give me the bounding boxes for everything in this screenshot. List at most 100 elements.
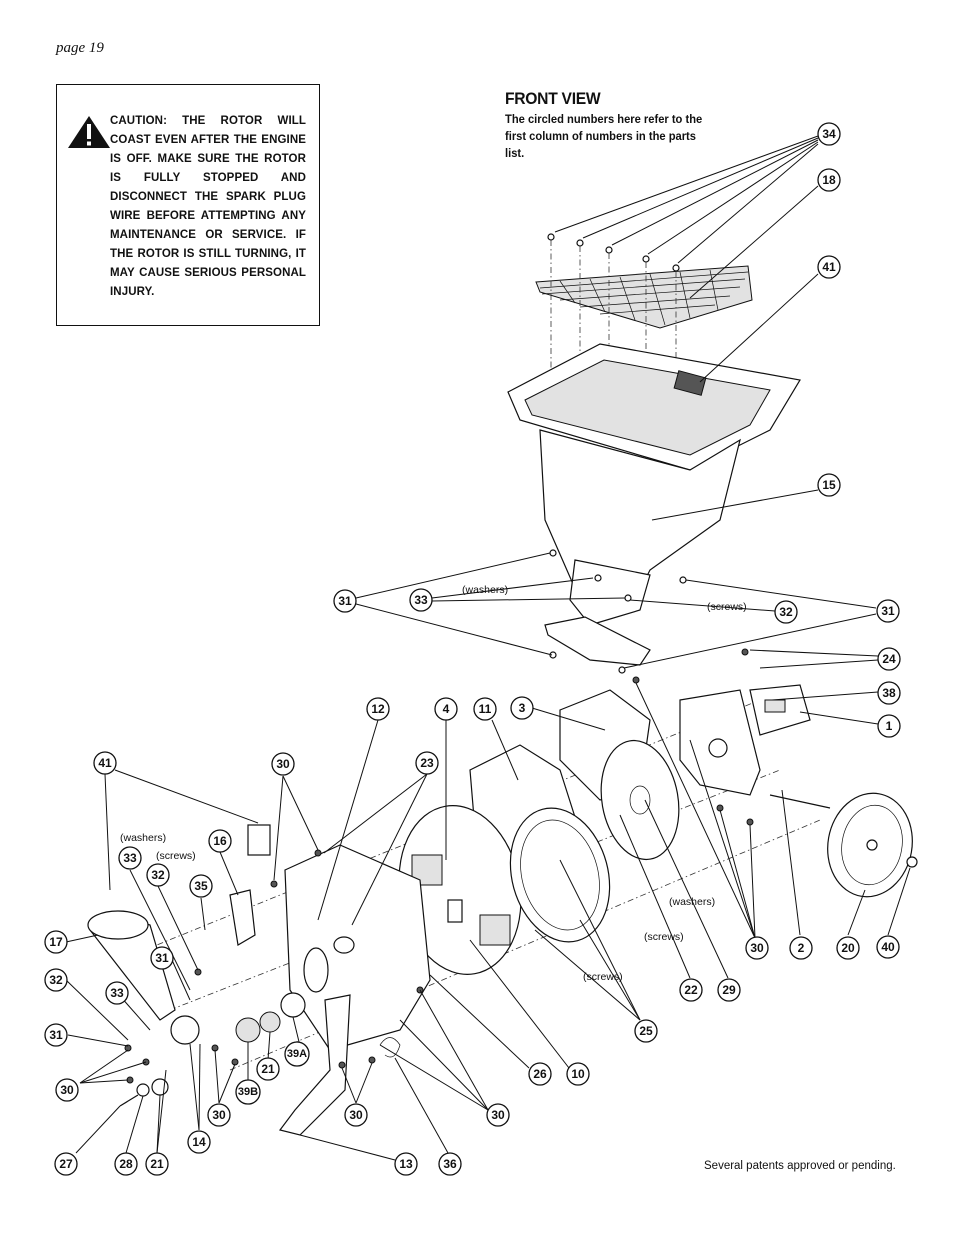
engine-bracket	[749, 684, 811, 736]
svg-text:25: 25	[639, 1024, 653, 1038]
svg-text:36: 36	[443, 1157, 457, 1171]
svg-text:40: 40	[881, 940, 895, 954]
svg-text:33: 33	[414, 593, 428, 607]
svg-text:30: 30	[750, 941, 764, 955]
chute-deflector	[229, 889, 256, 946]
callout-39a: 39A	[284, 1041, 310, 1067]
spark-plug-wire-clip	[379, 1037, 401, 1058]
svg-text:24: 24	[882, 652, 896, 666]
svg-text:26: 26	[533, 1067, 547, 1081]
svg-text:21: 21	[150, 1157, 164, 1171]
callout-30: 30	[207, 1103, 231, 1127]
callout-21: 21	[256, 1057, 280, 1081]
callout-33: 33	[118, 846, 142, 870]
callout-40: 40	[876, 935, 900, 959]
callout-15: 15	[817, 473, 841, 497]
wheel-bracket	[679, 689, 761, 796]
callout-38: 38	[877, 681, 901, 705]
svg-text:3: 3	[519, 701, 526, 715]
callout-30: 30	[344, 1103, 368, 1127]
svg-text:20: 20	[841, 941, 855, 955]
washers-label: (washers)	[669, 896, 715, 908]
callout-31: 31	[150, 946, 174, 970]
callout-31: 31	[876, 599, 900, 623]
svg-text:41: 41	[822, 260, 836, 274]
callout-26: 26	[528, 1062, 552, 1086]
svg-text:39B: 39B	[238, 1086, 258, 1098]
screws-label: (screws)	[156, 850, 196, 862]
svg-text:32: 32	[779, 605, 793, 619]
callout-35: 35	[189, 874, 213, 898]
svg-text:23: 23	[420, 756, 434, 770]
callout-24: 24	[877, 647, 901, 671]
svg-text:4: 4	[443, 702, 450, 716]
rotor-pulley	[600, 739, 680, 861]
callout-11: 11	[473, 697, 497, 721]
svg-text:30: 30	[60, 1083, 74, 1097]
screws-label: (screws)	[707, 601, 747, 613]
screws-label: (screws)	[644, 931, 684, 943]
callout-16: 16	[208, 829, 232, 853]
leader-lines	[65, 135, 911, 1161]
page-number: page 19	[56, 40, 104, 56]
screen-screws	[547, 233, 680, 272]
front-view-note: The circled numbers here refer to the fi…	[505, 112, 703, 160]
small-hardware	[124, 648, 754, 1084]
svg-text:18: 18	[822, 173, 836, 187]
callout-33: 33	[409, 588, 433, 612]
svg-text:38: 38	[882, 686, 896, 700]
callout-36: 36	[438, 1152, 462, 1176]
svg-text:33: 33	[123, 851, 137, 865]
axle	[769, 794, 918, 868]
front-view-title: FRONT VIEW	[505, 89, 601, 108]
svg-text:32: 32	[151, 868, 165, 882]
callout-33: 33	[105, 981, 129, 1005]
svg-text:35: 35	[194, 879, 208, 893]
washers-label: (washers)	[462, 584, 508, 596]
caution-box: CAUTION: THE ROTOR WILL COAST EVEN AFTER…	[56, 84, 320, 326]
callout-31: 31	[44, 1023, 68, 1047]
svg-text:31: 31	[881, 604, 895, 618]
svg-text:1: 1	[886, 719, 893, 733]
callout-30: 30	[486, 1103, 510, 1127]
svg-text:33: 33	[110, 986, 124, 1000]
callout-14: 14	[187, 1130, 211, 1154]
callout-32: 32	[146, 863, 170, 887]
callout-4: 4	[434, 697, 458, 721]
callout-29: 29	[717, 978, 741, 1002]
discharge-chute	[87, 910, 176, 1021]
callout-23: 23	[415, 751, 439, 775]
main-housing	[284, 844, 431, 1051]
svg-text:2: 2	[798, 941, 805, 955]
callout-31: 31	[333, 589, 357, 613]
decal	[247, 824, 271, 856]
svg-text:31: 31	[338, 594, 352, 608]
callout-10: 10	[566, 1062, 590, 1086]
support-leg	[278, 994, 351, 1136]
svg-text:12: 12	[371, 702, 385, 716]
svg-text:34: 34	[822, 127, 836, 141]
svg-text:28: 28	[119, 1157, 133, 1171]
callout-21: 21	[145, 1152, 169, 1176]
callout-2: 2	[789, 936, 813, 960]
svg-text:31: 31	[49, 1028, 63, 1042]
washers-label: (washers)	[120, 832, 166, 844]
hopper	[507, 343, 801, 626]
flail-screen	[509, 807, 611, 943]
callout-34: 34	[817, 122, 841, 146]
callout-30: 30	[271, 752, 295, 776]
patent-note: Several patents approved or pending.	[704, 1160, 896, 1172]
callout-18: 18	[817, 168, 841, 192]
callout-41: 41	[817, 255, 841, 279]
svg-text:21: 21	[261, 1062, 275, 1076]
svg-text:30: 30	[212, 1108, 226, 1122]
screen-grate	[535, 265, 753, 329]
callout-20: 20	[836, 936, 860, 960]
callout-32: 32	[774, 600, 798, 624]
callout-32: 32	[44, 968, 68, 992]
callout-28: 28	[114, 1152, 138, 1176]
svg-text:17: 17	[49, 935, 63, 949]
warning-triangle-icon	[68, 116, 110, 148]
svg-text:11: 11	[479, 702, 492, 716]
